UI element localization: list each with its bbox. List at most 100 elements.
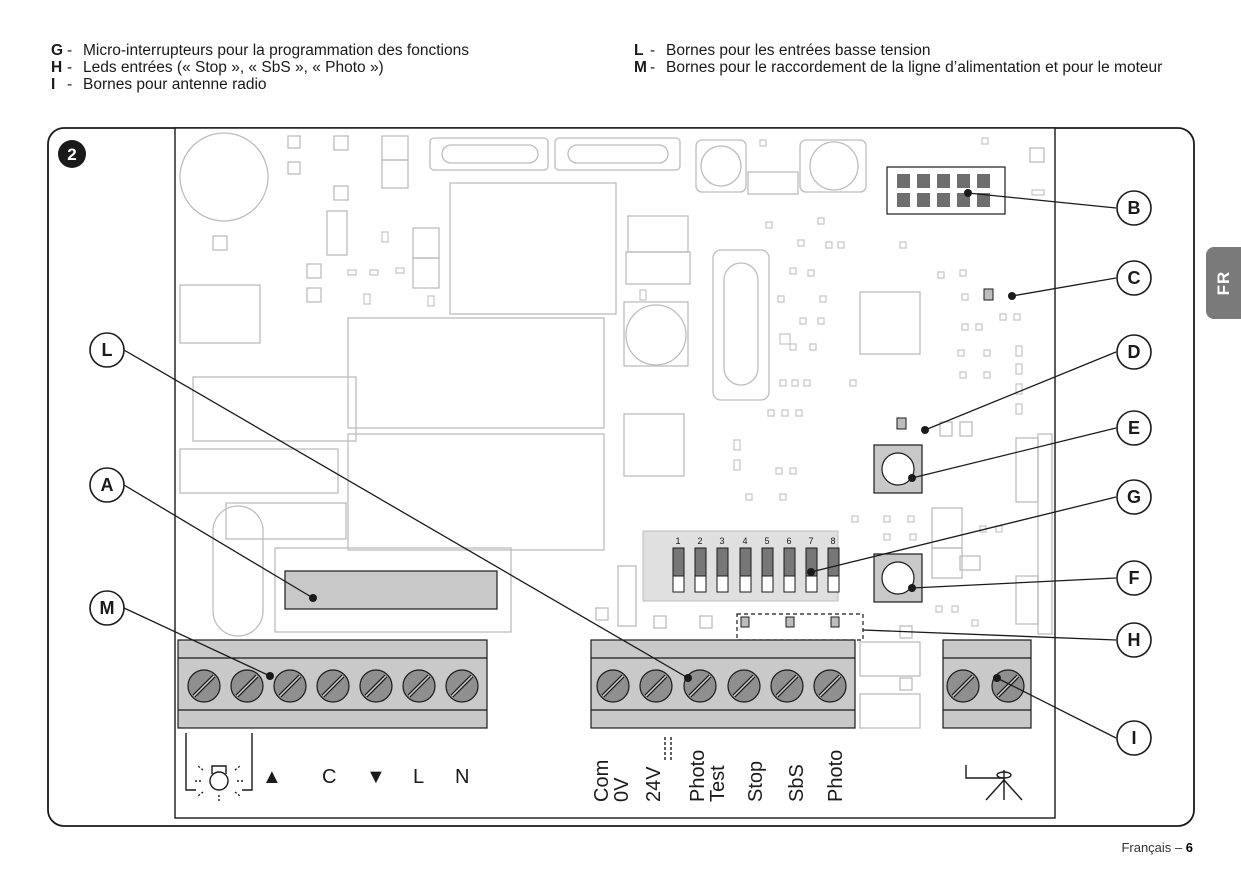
callout-letter-l: L <box>102 340 113 360</box>
screw-slot-highlight <box>236 675 258 697</box>
callout-letter-d: D <box>1128 342 1141 362</box>
figure-number: 2 <box>67 145 76 164</box>
legend-left: G - Micro-interrupteurs pour la programm… <box>51 42 571 93</box>
callout-letter-f: F <box>1129 568 1140 588</box>
screw-slot-highlight <box>322 675 344 697</box>
board-components <box>179 132 1053 729</box>
callout-letter-c: C <box>1128 268 1141 288</box>
terminal-label-sbs: SbS <box>786 764 808 802</box>
screw-slot-highlight <box>193 675 215 697</box>
terminal-label-com: Com <box>591 760 613 802</box>
figure-number-badge <box>58 140 86 168</box>
callout-circle-e <box>1116 410 1152 446</box>
terminal-label: N <box>455 766 469 788</box>
callouts: A B C D E F G H I L M <box>89 190 1152 756</box>
callout-circle-a <box>89 467 125 503</box>
legend-item-g: G - Micro-interrupteurs pour la programm… <box>51 42 469 59</box>
terminal-label-24v: 24V <box>643 766 665 802</box>
callout-circle-i <box>1116 720 1152 756</box>
callout-circle-h <box>1116 622 1152 658</box>
callout-letter-a: A <box>101 475 114 495</box>
legend-text: Bornes pour antenne radio <box>83 76 267 93</box>
language-tab: FR <box>1206 247 1241 319</box>
callout-circle-f <box>1116 560 1152 596</box>
legend-right: L - Bornes pour les entrées basse tensio… <box>634 42 1214 76</box>
dip-switch: 1 2 3 4 5 6 7 8 <box>642 530 840 602</box>
leader-lines <box>123 192 1117 739</box>
button-f <box>873 553 923 603</box>
callout-letter-h: H <box>1128 630 1141 650</box>
legend-item-h: H - Leds entrées (« Stop », « SbS », « P… <box>51 59 384 76</box>
dip-number: 1 <box>675 536 680 546</box>
power-terminal-labels: ▲ C ▼ L N <box>185 733 469 801</box>
button-e <box>873 444 923 494</box>
legend-item-l: L - Bornes pour les entrées basse tensio… <box>634 42 1214 59</box>
led-d <box>896 417 907 430</box>
terminal-label-stop: Stop <box>745 761 767 802</box>
legend-item-m: M - Bornes pour le raccordement de la li… <box>634 59 1214 76</box>
terminal-label-0v: 0V <box>611 777 633 802</box>
legend-key: I <box>51 76 56 93</box>
callout-letter-b: B <box>1128 198 1141 218</box>
callout-circle-d <box>1116 334 1152 370</box>
screw-slot-highlight <box>952 675 974 697</box>
dip-number: 2 <box>697 536 702 546</box>
relay <box>347 317 605 429</box>
terminal-label: L <box>413 766 424 788</box>
legend-text: Leds entrées (« Stop », « SbS », « Photo… <box>83 59 384 76</box>
radio-module <box>284 570 498 610</box>
dip-number: 8 <box>830 536 835 546</box>
relay <box>347 433 605 551</box>
screw-slot-highlight <box>408 675 430 697</box>
dip-number: 4 <box>742 536 747 546</box>
callout-circle-m <box>89 590 125 626</box>
screw-slot-highlight <box>365 675 387 697</box>
screw-slot-highlight <box>279 675 301 697</box>
page-footer: Français – 6 <box>1121 840 1193 855</box>
input-leds <box>736 613 864 641</box>
terminal-block-l <box>590 639 856 729</box>
antenna-icon <box>965 765 1023 801</box>
screw-slot-highlight <box>602 675 624 697</box>
input-terminal-labels: Com 0V 24V Photo Test Stop SbS Photo <box>591 737 847 802</box>
screws-i <box>946 669 1025 703</box>
radio-receiver-holder <box>274 547 512 633</box>
legend-text: Bornes pour les entrées basse tension <box>666 42 931 59</box>
screws-m <box>187 669 479 703</box>
terminal-label: ▼ <box>366 766 386 788</box>
legend-item-i: I - Bornes pour antenne radio <box>51 76 267 93</box>
terminal-label: C <box>322 766 336 788</box>
callout-circle-b <box>1116 190 1152 226</box>
screw-slot-highlight <box>776 675 798 697</box>
legend-key: L <box>634 42 644 59</box>
flashing-light-icon <box>185 733 253 801</box>
callout-circle-g <box>1116 479 1152 515</box>
callout-letter-e: E <box>1128 418 1140 438</box>
legend-key: M <box>634 59 647 76</box>
legend-text: Bornes pour le raccordement de la ligne … <box>666 59 1163 76</box>
callout-letter-m: M <box>100 598 115 618</box>
smd-components <box>347 137 1045 627</box>
led-c <box>983 288 994 301</box>
terminal-label-photo: Photo <box>687 750 709 802</box>
callout-letter-i: I <box>1131 728 1136 748</box>
buzzer <box>179 132 269 222</box>
screw-slot-highlight <box>819 675 841 697</box>
dip-number: 7 <box>808 536 813 546</box>
terminal-label: ▲ <box>262 766 282 788</box>
dip-number: 3 <box>719 536 724 546</box>
screw-slot-highlight <box>997 675 1019 697</box>
dip-number: 5 <box>764 536 769 546</box>
callout-circle-l <box>89 332 125 368</box>
transformer <box>179 284 261 344</box>
legend-key: H <box>51 59 63 76</box>
screw-slot-highlight <box>451 675 473 697</box>
leader-dots <box>266 189 1016 682</box>
dip-number: 6 <box>786 536 791 546</box>
callout-letter-g: G <box>1127 487 1141 507</box>
page-number: 6 <box>1185 840 1193 855</box>
terminal-label-photo2: Photo <box>825 750 847 802</box>
screw-slot-highlight <box>733 675 755 697</box>
screw-slot-highlight <box>645 675 667 697</box>
